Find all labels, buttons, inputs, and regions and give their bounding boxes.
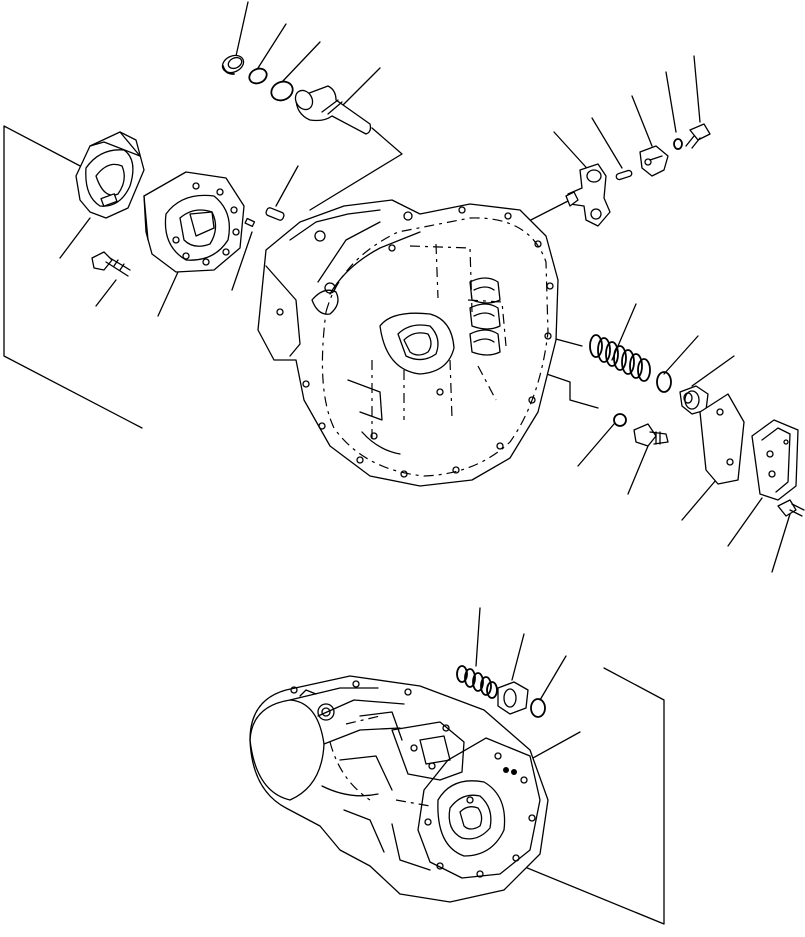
o-ring-lower xyxy=(613,413,627,427)
leader-plug-ring xyxy=(235,1,249,57)
spring-lower xyxy=(456,665,498,699)
left-boundary-frame xyxy=(3,125,143,429)
o-ring-bottom xyxy=(530,698,546,718)
o-ring-small xyxy=(248,67,268,85)
leader-lines xyxy=(59,1,791,701)
dowel-pin xyxy=(265,207,285,221)
top-assembly-line xyxy=(309,127,403,211)
leader-gasket-plate xyxy=(681,479,717,521)
leader-o-ring-right xyxy=(663,335,699,375)
spring-stack xyxy=(589,334,651,382)
leader-nut-lower xyxy=(511,633,525,681)
leader-arm-pin xyxy=(591,117,623,169)
leader-o-ring-large xyxy=(281,41,321,83)
clamp-bracket xyxy=(639,145,669,177)
washer xyxy=(673,138,683,150)
leader-small-pin xyxy=(231,231,253,291)
swash-holder xyxy=(143,171,245,273)
leader-mounting-bolt xyxy=(95,279,117,307)
pin-shaft xyxy=(294,85,372,135)
o-ring-large xyxy=(270,80,294,102)
plug-screw xyxy=(633,423,669,447)
leader-o-ring-small xyxy=(257,23,287,69)
leader-cap-bolt xyxy=(693,55,701,123)
leader-plug-screw xyxy=(627,445,649,495)
pump-assembly xyxy=(249,675,549,903)
leader-swash-holder xyxy=(157,271,179,317)
arm-pin xyxy=(615,169,633,181)
assembly-lines xyxy=(3,125,665,925)
gasket-plate xyxy=(699,393,745,485)
plug-ring xyxy=(221,54,245,75)
leader-clamp-bracket xyxy=(631,95,653,147)
leader-dowel-pin xyxy=(275,165,299,207)
leader-o-ring-bottom xyxy=(539,655,567,701)
leader-bearing-cover xyxy=(59,217,91,259)
servo-arm xyxy=(565,163,611,227)
lower-right-frame xyxy=(497,667,665,925)
nut-lower xyxy=(497,681,529,715)
leader-washer xyxy=(665,71,677,133)
leader-pin-shaft xyxy=(339,67,381,109)
o-ring-right xyxy=(656,371,672,393)
cover-bolt xyxy=(777,499,805,517)
leader-plug-nut xyxy=(691,355,735,387)
small-pin xyxy=(244,217,256,228)
cover-plate xyxy=(751,419,799,501)
mounting-bolt xyxy=(91,251,131,277)
leader-spring-lower xyxy=(475,607,481,667)
leader-cover-plate xyxy=(727,497,763,547)
bearing-cover xyxy=(75,131,145,219)
pump-housing xyxy=(257,199,559,487)
leader-cover-bolt xyxy=(771,513,791,573)
leader-o-ring-lower xyxy=(577,423,615,467)
cap-bolt xyxy=(685,123,711,149)
